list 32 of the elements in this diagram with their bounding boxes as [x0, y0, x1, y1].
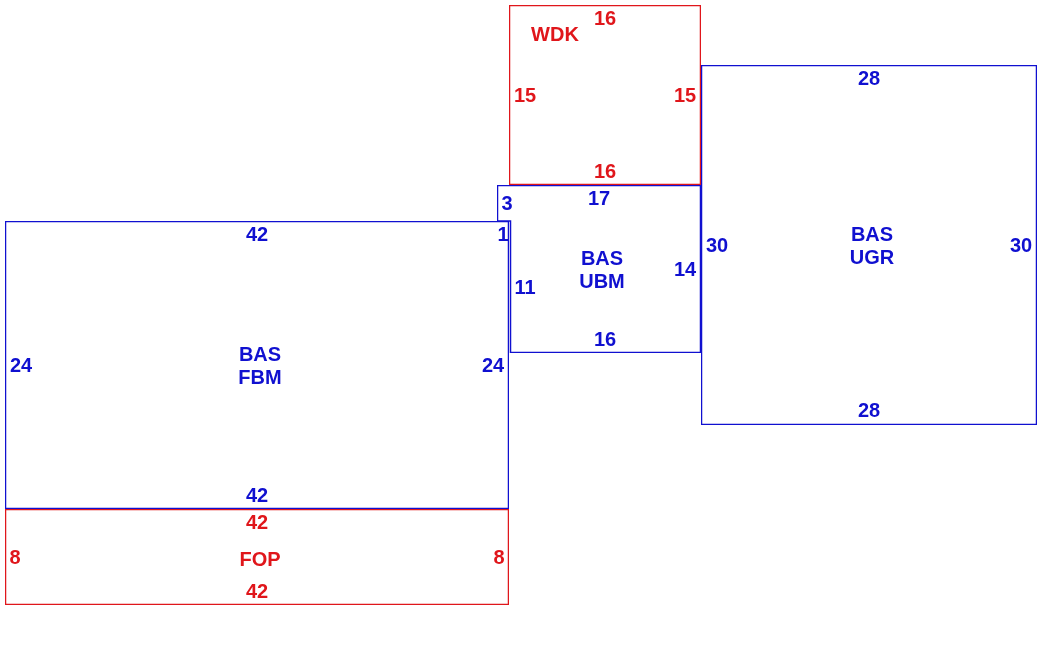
room-name: BAS FBM: [238, 343, 282, 389]
room-outline: [5, 221, 509, 509]
dimension-label: 28: [857, 67, 881, 89]
dimension-label: 15: [673, 84, 697, 106]
room-outline: [509, 5, 701, 185]
room-outline: [5, 509, 509, 605]
room-name: FOP: [239, 547, 281, 571]
dimension-label: 16: [593, 160, 617, 182]
dimension-label: 11: [514, 276, 536, 298]
dimension-label: 24: [9, 354, 33, 376]
dimension-label: 3: [501, 192, 513, 214]
dimension-label: 15: [513, 84, 537, 106]
dimension-label: 16: [593, 7, 617, 29]
room-name: WDK: [531, 22, 579, 46]
dimension-label: 42: [245, 580, 269, 602]
room-name: BAS UGR: [849, 223, 895, 269]
dimension-label: 1: [497, 223, 509, 245]
dimension-label: 24: [481, 354, 505, 376]
room-outline: [497, 185, 701, 353]
dimension-label: 42: [245, 511, 269, 533]
dimension-label: 14: [673, 258, 697, 280]
dimension-label: 17: [587, 187, 611, 209]
dimension-label: 30: [1009, 234, 1033, 256]
dimension-label: 8: [9, 546, 21, 568]
dimension-label: 30: [705, 234, 729, 256]
room-outline: [701, 65, 1037, 425]
dimension-label: 42: [245, 484, 269, 506]
dimension-label: 42: [245, 223, 269, 245]
dimension-label: 8: [493, 546, 505, 568]
room-name: BAS UBM: [579, 247, 625, 293]
dimension-label: 28: [857, 399, 881, 421]
dimension-label: 16: [593, 328, 617, 350]
